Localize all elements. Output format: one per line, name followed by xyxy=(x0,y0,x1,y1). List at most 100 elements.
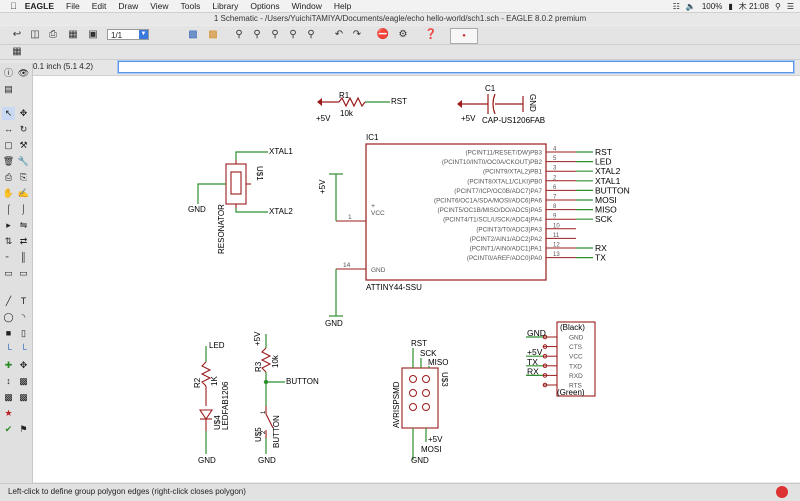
replace-icon[interactable]: ⇄ xyxy=(19,236,28,246)
avr-net-rst: RST xyxy=(411,339,427,348)
cam-icon[interactable]: ▦ xyxy=(68,29,78,40)
ic1-pin-label: (PCINT0/AREF/ADC0)PA0 xyxy=(467,255,543,262)
menu-window[interactable]: Window xyxy=(284,1,322,11)
attribute-icon[interactable]: ▭ xyxy=(19,268,28,278)
app-menu[interactable]: EAGLE xyxy=(18,1,54,11)
menu-options[interactable]: Options xyxy=(243,1,279,11)
delete-icon[interactable]: 🗑 xyxy=(2,156,15,166)
ulp-icon[interactable]: ▩ xyxy=(208,29,218,40)
wire-icon[interactable]: └ xyxy=(5,344,12,354)
copy-icon[interactable]: ⎙ xyxy=(4,172,13,182)
menu-help[interactable]: Help xyxy=(327,1,351,11)
c1-supply-label: +5V xyxy=(461,114,476,123)
value-icon[interactable]: ✍ xyxy=(17,188,30,198)
invoke-icon[interactable]: ▸ xyxy=(6,220,11,230)
grid-icon[interactable]: ▦ xyxy=(12,46,22,57)
print-icon[interactable]: ⎙ xyxy=(49,29,57,40)
menu-view[interactable]: View xyxy=(143,1,168,11)
status-message: Left-click to define group polygon edges… xyxy=(8,487,246,496)
board-icon[interactable]: ▣ xyxy=(88,29,98,40)
menu-list-icon[interactable]: ☰ xyxy=(786,1,794,11)
display-layers-icon[interactable]: ▤ xyxy=(4,84,13,94)
select-icon[interactable]: ↖ xyxy=(2,107,15,120)
menu-library[interactable]: Library xyxy=(205,1,238,11)
pin-swap-icon[interactable]: ⇅ xyxy=(4,236,13,246)
erc-icon[interactable]: ★ xyxy=(4,408,13,418)
change-icon[interactable]: ⚒ xyxy=(19,140,28,150)
menu-file[interactable]: File xyxy=(59,1,80,11)
check-icon[interactable]: ✔ xyxy=(4,424,13,434)
wrench-icon[interactable]: 🔧 xyxy=(17,156,30,166)
ftdi-pin-label: RXD xyxy=(569,373,583,380)
frame-icon[interactable]: ▩ xyxy=(19,376,28,386)
stop-icon[interactable]: ⛔ xyxy=(376,29,390,40)
bus-icon[interactable]: ║ xyxy=(20,252,27,262)
zoom-in-icon[interactable]: ⚲ xyxy=(253,29,261,40)
window-title: 1 Schematic - /Users/YuichiTAMIYA/Docume… xyxy=(213,14,587,23)
apple-icon[interactable]:  xyxy=(10,1,17,11)
design-link-icon[interactable]: ● xyxy=(450,28,478,44)
ic1-net-label: LED xyxy=(595,157,612,167)
info-icon[interactable]: ⓘ xyxy=(3,68,13,78)
module-icon[interactable]: ▩ xyxy=(19,392,28,402)
save-icon[interactable]: ◫ xyxy=(30,29,40,40)
schematic-drawing[interactable]: +5V R1 10k RST +5V C1 CAP-US1206FAB GND … xyxy=(33,76,800,482)
sheet-select[interactable]: 1/1 ▼ xyxy=(107,29,149,40)
smash-icon[interactable]: ▭ xyxy=(4,268,13,278)
volume-icon[interactable]: 🔈 xyxy=(685,1,696,11)
circle-icon[interactable]: ◯ xyxy=(3,312,14,322)
ftdi-net-label: TX xyxy=(527,357,538,367)
ic1-net-label: MISO xyxy=(595,205,617,215)
polygon-icon[interactable]: ▯ xyxy=(21,328,26,338)
menu-draw[interactable]: Draw xyxy=(111,1,138,11)
help-icon[interactable]: ❓ xyxy=(424,29,438,40)
show-icon[interactable]: 👁 xyxy=(17,68,30,78)
line-icon[interactable]: ╱ xyxy=(5,296,12,306)
redo-icon[interactable]: ↷ xyxy=(352,29,362,40)
errors-icon[interactable]: ⚑ xyxy=(19,424,28,434)
paste-icon[interactable]: ⎘ xyxy=(19,172,28,182)
menu-edit[interactable]: Edit xyxy=(84,1,107,11)
command-input[interactable] xyxy=(118,61,794,73)
undo-icon[interactable]: ↶ xyxy=(334,29,344,40)
ratsnest-icon[interactable]: ✥ xyxy=(19,360,28,370)
split-icon[interactable]: ⌠ xyxy=(5,204,12,214)
label-icon[interactable]: └ xyxy=(20,344,27,354)
open-icon[interactable]: ↩ xyxy=(12,29,22,40)
stop-command-icon[interactable] xyxy=(776,486,788,498)
ic1-pin-number: 8 xyxy=(553,204,557,210)
group-icon[interactable]: ▢ xyxy=(4,140,13,150)
gate-swap-icon[interactable]: ⇋ xyxy=(19,220,28,230)
zoom-out-icon[interactable]: ⚲ xyxy=(271,29,279,40)
r3-value: 10k xyxy=(271,354,280,368)
clock[interactable]: 木 21:08 xyxy=(738,1,769,11)
go-icon[interactable]: ⚙ xyxy=(398,29,408,40)
zoom-redraw-icon[interactable]: ⚲ xyxy=(289,29,297,40)
r1-name: R1 xyxy=(339,91,350,100)
led-name: U$4 xyxy=(213,415,222,430)
battery-icon[interactable]: ▮ xyxy=(728,1,733,11)
search-icon[interactable]: ⚲ xyxy=(774,1,781,11)
name-icon[interactable]: ✋ xyxy=(2,188,15,198)
mirror-icon[interactable]: ↔ xyxy=(4,124,13,134)
script-icon[interactable]: ▩ xyxy=(188,29,198,40)
dimension-icon[interactable]: ↕ xyxy=(6,376,11,386)
text-icon[interactable]: T xyxy=(20,296,27,306)
resonator-net-top: XTAL1 xyxy=(269,147,293,156)
rotate-icon[interactable]: ↻ xyxy=(19,124,28,134)
zoom-select-icon[interactable]: ⚲ xyxy=(307,29,315,40)
arc-icon[interactable]: ◝ xyxy=(21,312,26,322)
junction-icon[interactable]: ✚ xyxy=(4,360,13,370)
add-icon[interactable]: ▩ xyxy=(4,392,13,402)
schematic-canvas[interactable]: +5V R1 10k RST +5V C1 CAP-US1206FAB GND … xyxy=(33,76,800,482)
miter-icon[interactable]: ⌡ xyxy=(20,204,27,214)
net-icon[interactable]: ╴ xyxy=(5,252,12,262)
avr-supply-label: +5V xyxy=(428,435,443,444)
rect-icon[interactable]: ■ xyxy=(5,328,12,338)
wifi-icon[interactable]: ☷ xyxy=(672,1,680,11)
move-icon[interactable]: ✥ xyxy=(19,108,28,118)
menu-tools[interactable]: Tools xyxy=(173,1,201,11)
sheet-value: 1/1 xyxy=(111,31,123,40)
zoom-fit-icon[interactable]: ⚲ xyxy=(235,29,243,40)
